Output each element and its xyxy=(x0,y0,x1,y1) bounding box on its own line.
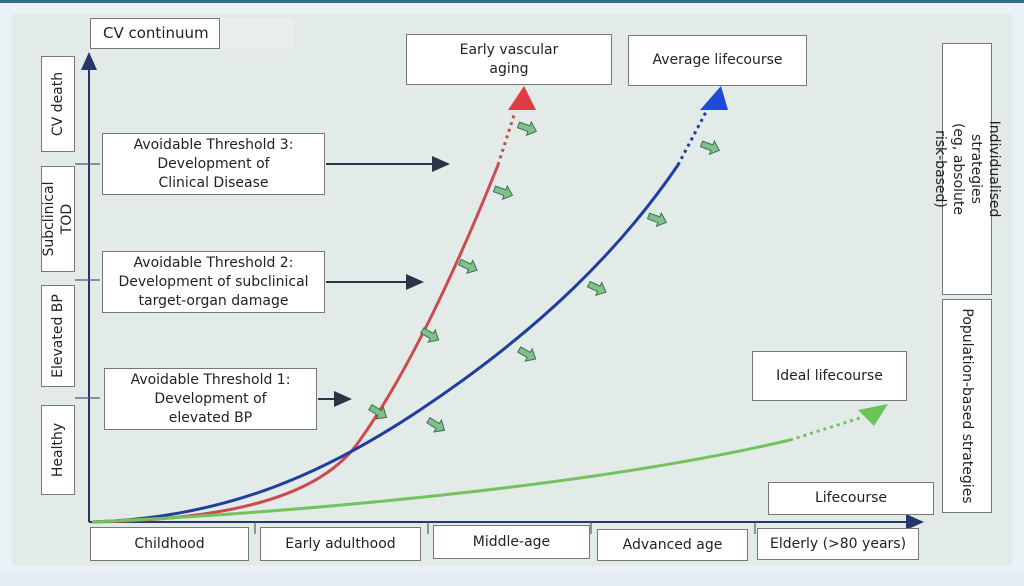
y-stage-label: Subclinical TOD xyxy=(41,181,75,257)
average-lifecourse-box: Average lifecourse xyxy=(628,35,807,86)
strategy-label: Population-based strategies xyxy=(959,308,975,504)
shift-arrow-icon xyxy=(517,346,537,362)
y-stage-healthy: Healthy xyxy=(41,405,75,495)
early-vascular-aging-box: Early vascular aging xyxy=(406,34,612,85)
bottom-strip xyxy=(0,572,1024,586)
shift-arrow-icon xyxy=(516,120,538,137)
shift-arrow-icon xyxy=(586,280,607,296)
x-stage-middle-age: Middle-age xyxy=(433,525,590,559)
diagram-title: CV continuum xyxy=(90,18,220,49)
shift-arrow-icon xyxy=(646,211,668,228)
title-strip xyxy=(220,18,293,49)
shift-arrow-icon xyxy=(368,403,388,420)
y-stage-label: Elevated BP xyxy=(50,294,66,378)
x-stage-advanced-age: Advanced age xyxy=(597,529,748,561)
ideal-lifecourse-curve xyxy=(91,438,791,524)
x-axis-ticks xyxy=(254,522,756,534)
threshold-3-box: Avoidable Threshold 3: Development of Cl… xyxy=(102,133,325,195)
shift-arrow-icon xyxy=(426,416,446,433)
ideal-lifecourse-box: Ideal lifecourse xyxy=(752,351,907,401)
top-accent-bar xyxy=(0,0,1024,3)
strategy-label: Individualised strategies (eg, absolute … xyxy=(932,120,1002,218)
y-stage-subclinical-tod: Subclinical TOD xyxy=(41,166,75,272)
threshold-2-box: Avoidable Threshold 2: Development of su… xyxy=(102,251,325,313)
average-lifecourse-dotted xyxy=(676,111,708,166)
y-stage-cv-death: CV death xyxy=(41,56,75,152)
average-lifecourse-arrowhead xyxy=(700,86,728,110)
early-vascular-aging-curve xyxy=(91,164,500,524)
threshold-1-box: Avoidable Threshold 1: Development of el… xyxy=(104,368,317,430)
population-strategies-box: Population-based strategies xyxy=(942,299,992,513)
y-axis-ticks xyxy=(75,163,100,399)
ideal-lifecourse-arrowhead xyxy=(858,404,888,426)
lifecourse-box: Lifecourse xyxy=(768,482,934,515)
shift-arrow-icon xyxy=(699,139,721,156)
ideal-lifecourse-dotted xyxy=(789,416,861,442)
x-stage-childhood: Childhood xyxy=(90,527,249,561)
shift-arrow-icon xyxy=(457,258,478,274)
y-stage-elevated-bp: Elevated BP xyxy=(41,285,75,387)
individualised-strategies-box: Individualised strategies (eg, absolute … xyxy=(932,43,1002,295)
early-vascular-aging-arrowhead xyxy=(508,86,536,110)
average-lifecourse-curve xyxy=(91,164,680,524)
y-stage-label: CV death xyxy=(50,71,66,137)
x-stage-early-adulthood: Early adulthood xyxy=(260,527,421,561)
shift-arrows xyxy=(368,120,721,433)
shift-arrow-icon xyxy=(420,327,440,343)
early-vascular-aging-dotted xyxy=(496,111,517,166)
shift-arrow-icon xyxy=(492,184,514,201)
y-stage-label: Healthy xyxy=(50,422,66,478)
x-stage-elderly: Elderly (>80 years) xyxy=(757,528,919,560)
